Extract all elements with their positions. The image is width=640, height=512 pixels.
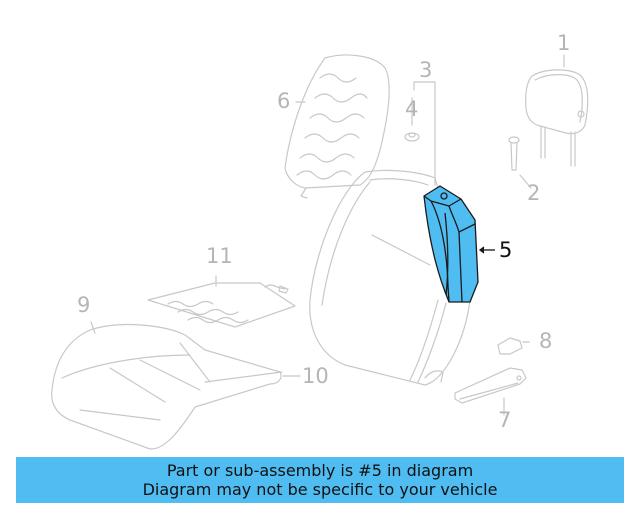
leader-lines: [90, 54, 565, 416]
part-10-cushion-pad[interactable]: [204, 371, 283, 383]
part-7-armrest[interactable]: [454, 367, 527, 404]
callout-8[interactable]: 8: [539, 329, 553, 353]
seat-back: [309, 169, 471, 386]
part-11-cushion-heater[interactable]: [147, 282, 296, 328]
callout-4[interactable]: 4: [405, 97, 419, 121]
part-4-grommet[interactable]: [404, 132, 420, 142]
part-1-headrest[interactable]: [525, 69, 589, 167]
banner-line-1: Part or sub-assembly is #5 in diagram: [166, 461, 474, 480]
callout-7[interactable]: 7: [498, 408, 512, 432]
part-6-seatback-heater[interactable]: [284, 54, 390, 199]
callout-11[interactable]: 11: [206, 244, 233, 268]
callout-1[interactable]: 1: [557, 31, 571, 55]
callout-6[interactable]: 6: [277, 89, 291, 113]
callout-2[interactable]: 2: [527, 181, 541, 205]
callout-5[interactable]: 5: [499, 238, 513, 262]
banner-line-2: Diagram may not be specific to your vehi…: [142, 480, 498, 499]
leader-5: [478, 246, 495, 254]
callout-3[interactable]: 3: [419, 58, 433, 82]
part-2-headrest-guide[interactable]: [508, 136, 520, 171]
callout-9[interactable]: 9: [77, 293, 91, 317]
part-9-cushion-cover[interactable]: [51, 323, 282, 450]
part-8-armrest-cap[interactable]: [497, 337, 523, 355]
callout-10[interactable]: 10: [302, 364, 329, 388]
part-5-highlighted[interactable]: [423, 185, 479, 303]
info-banner: Part or sub-assembly is #5 in diagram Di…: [16, 457, 624, 503]
